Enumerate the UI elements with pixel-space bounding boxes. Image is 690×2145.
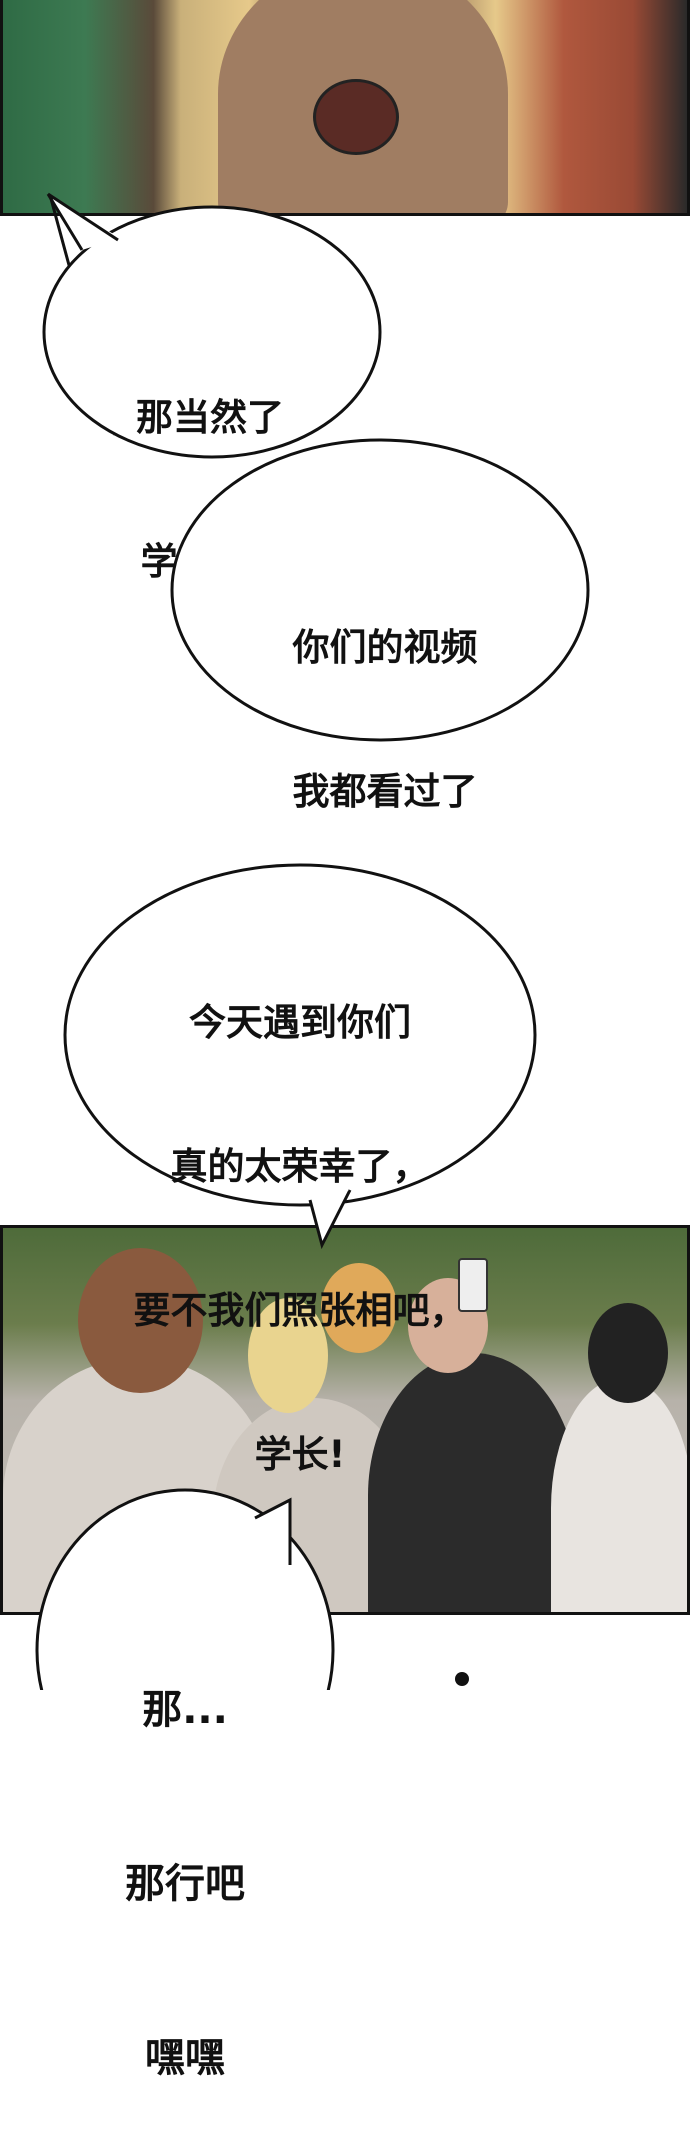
person-black-hoodie <box>368 1353 578 1612</box>
head-blonde <box>248 1298 328 1413</box>
person-right <box>551 1378 687 1612</box>
bubble-3-text: 今天遇到你们 真的太荣幸了， 要不我们照张相吧， 学长! <box>133 1001 467 1476</box>
head-orange-hair <box>321 1263 397 1353</box>
phone <box>458 1258 488 1312</box>
open-mouth <box>313 79 399 155</box>
speech-bubble-4 <box>35 1488 335 1690</box>
head-dark-hair <box>588 1303 668 1403</box>
panel-top-shouting-character <box>0 0 690 216</box>
partial-bubble-edge <box>455 1672 469 1686</box>
bubble-4-text: 那... 那行吧 嘿嘿 <box>125 1687 245 2081</box>
speech-bubble-3 <box>63 863 537 1250</box>
head-brown-hair <box>78 1248 203 1393</box>
speech-bubble-1 <box>42 192 382 459</box>
speech-bubble-2 <box>170 438 590 742</box>
